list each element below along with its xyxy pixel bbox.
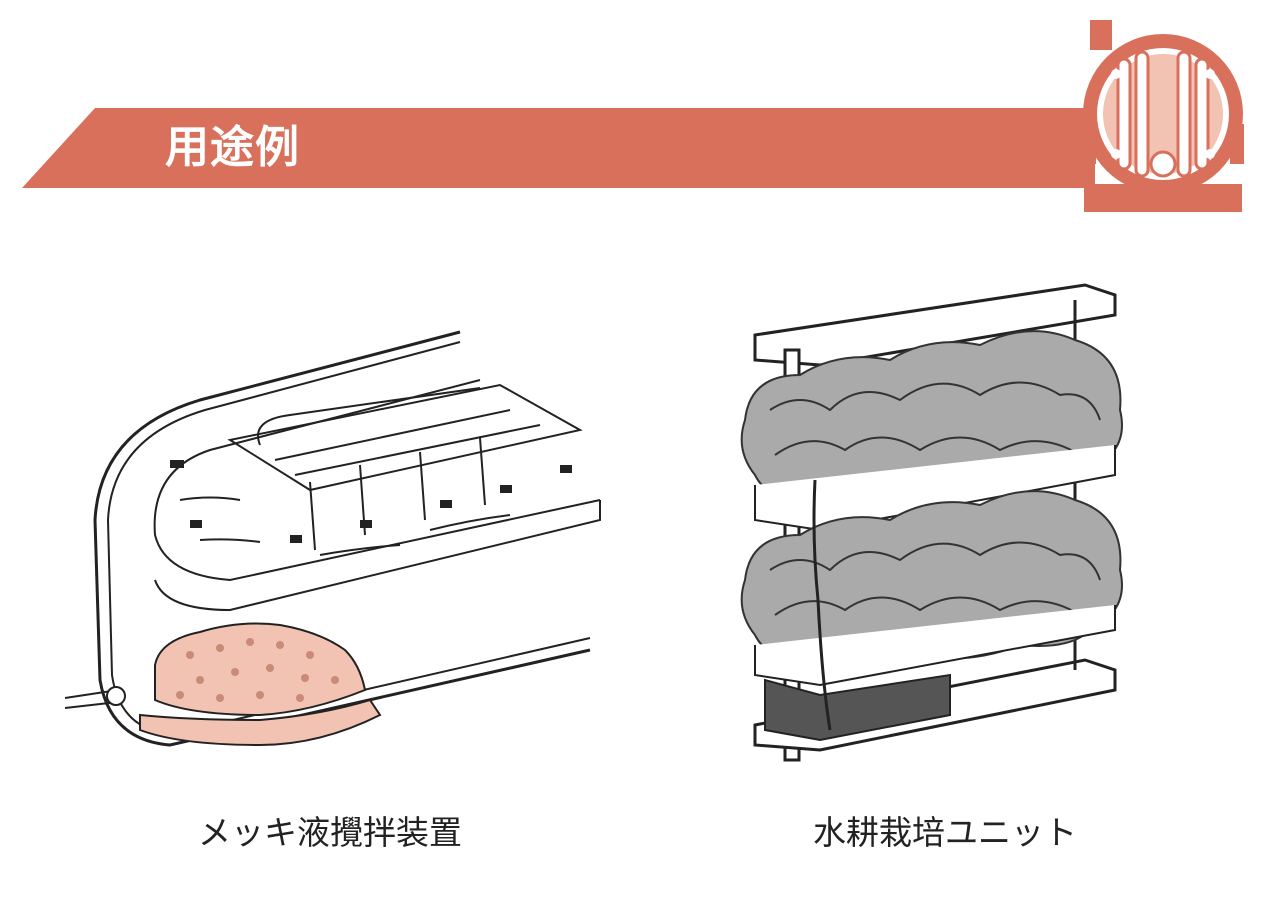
caption-hydroponic-unit: 水耕栽培ユニット xyxy=(813,813,1077,852)
section-title: 用途例 xyxy=(165,122,300,173)
pump-icon xyxy=(1082,20,1244,212)
caption-plating-agitator: メッキ液攪拌装置 xyxy=(198,813,462,852)
plating-tank-illustration xyxy=(64,330,601,747)
banner-bar xyxy=(22,108,1095,188)
header-banner: 用途例 xyxy=(0,0,1280,230)
hydroponic-unit-illustration xyxy=(740,283,1123,762)
